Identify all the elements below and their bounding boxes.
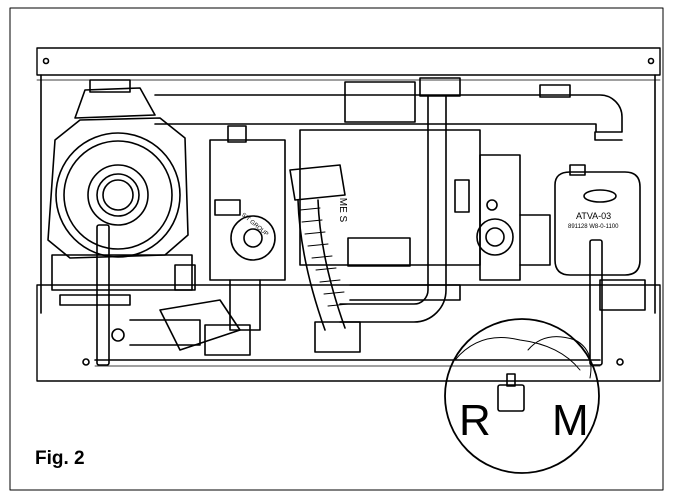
page-border: [9, 7, 664, 491]
valve-model-label: ATVA-03: [576, 211, 612, 221]
circulation-pump: [47, 79, 196, 366]
cabinet-outline: [36, 47, 661, 382]
hydraulic-group: [476, 154, 551, 281]
detail-magnifier: [444, 318, 600, 474]
lower-pipes: [129, 284, 461, 346]
gas-valve: [159, 125, 286, 356]
figure-label: Fig. 2: [35, 448, 85, 469]
upper-pipe: [154, 84, 623, 141]
callout-r: R: [459, 396, 491, 445]
callout-m: M: [552, 396, 589, 445]
exchanger-stamp-label: ME S: [337, 197, 349, 223]
flexible-hose: [289, 164, 361, 353]
atva-valve: [554, 164, 646, 366]
valve-code-label: 891128 W8-0-1100: [568, 224, 619, 230]
